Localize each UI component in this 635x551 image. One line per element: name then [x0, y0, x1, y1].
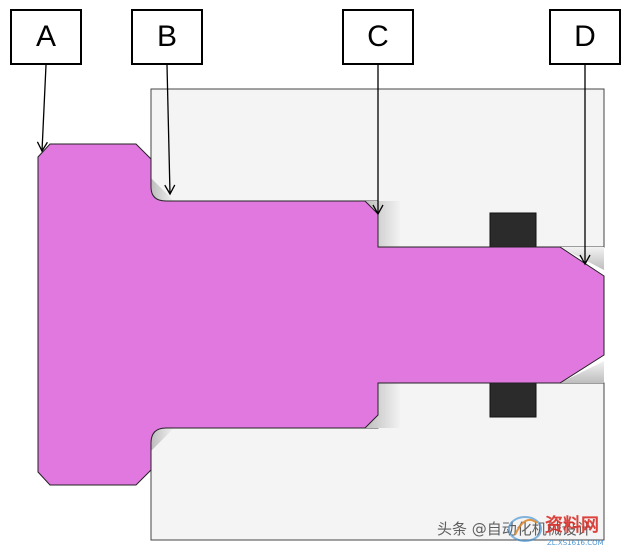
watermark-logo-url: ZL.XS1616.COM: [547, 539, 604, 547]
stepped-shaft-part: [37, 143, 605, 486]
label-box-a: A: [10, 9, 82, 65]
watermark-logo: 资料网 ZL.XS1616.COM: [508, 514, 604, 547]
seal-ring-upper: [489, 212, 537, 248]
leader-line-a: [36, 64, 48, 153]
label-c: C: [367, 20, 389, 53]
watermark-caption: 头条 @自动化机械设计: [437, 520, 592, 538]
housing-chamfer-d-lower: [560, 361, 604, 383]
housing-chamfer-c-upper: [365, 201, 400, 247]
seal-ring-lower: [489, 382, 537, 418]
label-b: B: [156, 20, 177, 53]
label-a: A: [35, 20, 56, 53]
label-box-d: D: [549, 9, 621, 65]
leader-line-b: [164, 64, 176, 196]
label-box-c: C: [342, 9, 414, 65]
housing-chamfer-b-lower: [151, 428, 174, 451]
watermark-logo-text: 资料网: [545, 514, 599, 536]
label-d: D: [574, 20, 596, 53]
label-box-b: B: [131, 9, 203, 65]
